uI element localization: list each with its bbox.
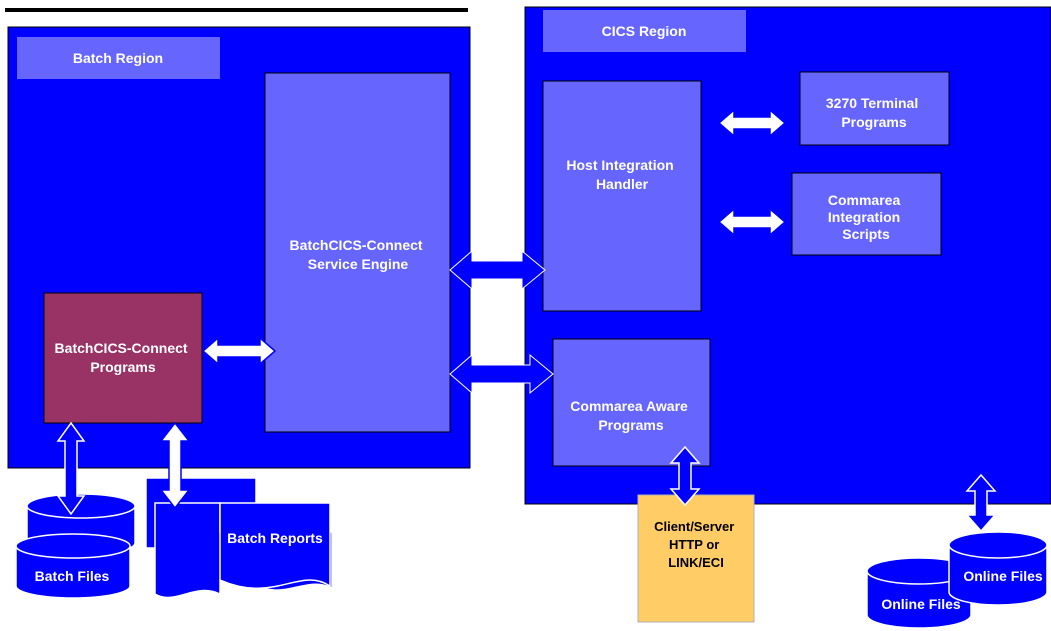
programs-batch-reports-arrow [159, 421, 191, 510]
batch-region-label: Batch Region [73, 50, 163, 66]
client-server-box: Client/Server HTTP or LINK/ECI [637, 494, 755, 623]
service-engine-label: BatchCICS-Connect Service Engine [290, 237, 427, 272]
online-files-back-label: Online Files [881, 596, 961, 612]
host-integration-handler-label: Host Integration Handler [566, 157, 677, 192]
terminal-programs-label: 3270 Terminal Programs [826, 95, 922, 130]
programs-engine-arrow [201, 336, 277, 366]
cics-region-label: CICS Region [602, 23, 687, 39]
commarea-scripts-label: Commarea Integration Scripts [828, 192, 904, 242]
online-files-front-label: Online Files [963, 568, 1043, 584]
aware-client-arrow [669, 445, 701, 507]
batch-programs-label: BatchCICS-Connect Programs [55, 340, 192, 375]
client-server-label: Client/Server HTTP or LINK/ECI [654, 519, 738, 570]
terminal-programs-box: 3270 Terminal Programs [799, 71, 950, 146]
cics-online-files-arrow [965, 473, 997, 533]
cics-region-label-box [543, 10, 746, 52]
service-engine-box: BatchCICS-Connect Service Engine [264, 72, 451, 433]
online-files-storage: Online Files Online Files [866, 531, 1048, 629]
batch-programs-box: BatchCICS-Connect Programs [43, 292, 203, 424]
batch-reports-label: Batch Reports [227, 530, 323, 546]
host-integration-handler-box: Host Integration Handler [542, 80, 702, 312]
title-underline [5, 8, 468, 12]
commarea-aware-programs-label: Commarea Aware Programs [570, 398, 691, 433]
engine-handler-arrow [449, 249, 546, 291]
batch-files-label: Batch Files [35, 568, 110, 584]
handler-terminal-arrow [717, 108, 787, 138]
batch-files-storage: Batch Files [15, 493, 136, 599]
programs-batch-files-arrow [56, 421, 86, 516]
commarea-aware-programs-box: Commarea Aware Programs [552, 338, 711, 467]
handler-scripts-arrow [717, 207, 787, 237]
batch-region-label-box [17, 37, 220, 79]
commarea-scripts-box: Commarea Integration Scripts [791, 172, 942, 256]
engine-aware-arrow [449, 353, 554, 395]
